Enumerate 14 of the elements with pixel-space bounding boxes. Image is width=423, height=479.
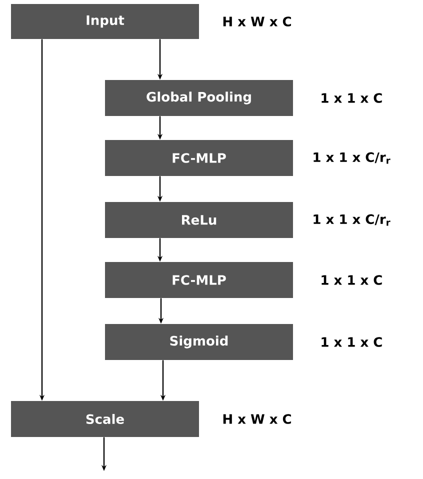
process-box: ReLu bbox=[105, 202, 293, 238]
process-box: Scale bbox=[11, 401, 199, 437]
dimension-label: 1 x 1 x C/r$_{r}$ bbox=[314, 152, 390, 164]
process-box: FC-MLP bbox=[105, 262, 293, 298]
dimension-label: H x W x C bbox=[223, 16, 291, 26]
dimension-label: H x W x C bbox=[223, 414, 291, 424]
dimension-label: 1 x 1 x C bbox=[322, 337, 382, 347]
process-box: Input bbox=[11, 4, 199, 39]
process-box: Sigmoid bbox=[105, 324, 293, 360]
dimension-label: 1 x 1 x C bbox=[322, 275, 382, 285]
dimension-label: 1 x 1 x C bbox=[322, 93, 382, 103]
dimension-label: 1 x 1 x C/r$_{r}$ bbox=[314, 214, 390, 226]
process-box: Global Pooling bbox=[105, 80, 293, 116]
process-box: FC-MLP bbox=[105, 140, 293, 176]
